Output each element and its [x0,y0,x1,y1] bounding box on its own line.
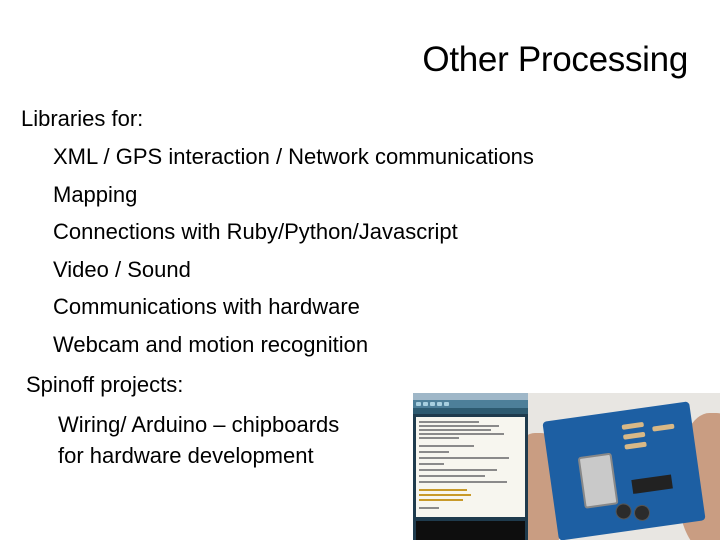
library-item: Communications with hardware [53,294,360,319]
resistor [624,441,647,450]
toolbar-icon [437,402,442,406]
arduino-board-photo [528,393,720,540]
microcontroller-chip [631,474,673,494]
ide-toolbar [413,400,528,408]
library-item: Mapping [53,181,138,207]
capacitor [632,503,652,522]
toolbar-icon [444,402,449,406]
toolbar-icon [416,402,421,406]
ide-titlebar [413,393,528,400]
library-item: XML / GPS interaction / Network communic… [53,144,534,169]
ide-code-editor [416,417,525,517]
library-item: Webcam and motion recognition [53,331,369,357]
spinoff-description: Wiring/ Arduino – chipboards for hardwar… [58,412,340,468]
library-item: Connections with Ruby/Python/Javascript [53,219,458,244]
ide-tab-bar [413,408,528,414]
capacitor [614,502,633,521]
toolbar-icon [423,402,428,406]
arduino-ide-screenshot [413,393,528,540]
resistor [652,423,675,432]
libraries-label: Libraries for: [21,106,144,131]
circuit-board [542,401,706,540]
library-item: Video / Sound [53,256,191,282]
libraries-list: XML / GPS interaction / Network communic… [53,142,534,367]
slide-title: Other Processing [422,40,688,79]
resistor [621,421,645,430]
resistor [622,431,646,440]
spinoff-label: Spinoff projects: [26,372,184,397]
serial-connector [577,452,619,509]
ide-console [416,521,525,540]
toolbar-icon [430,402,435,406]
